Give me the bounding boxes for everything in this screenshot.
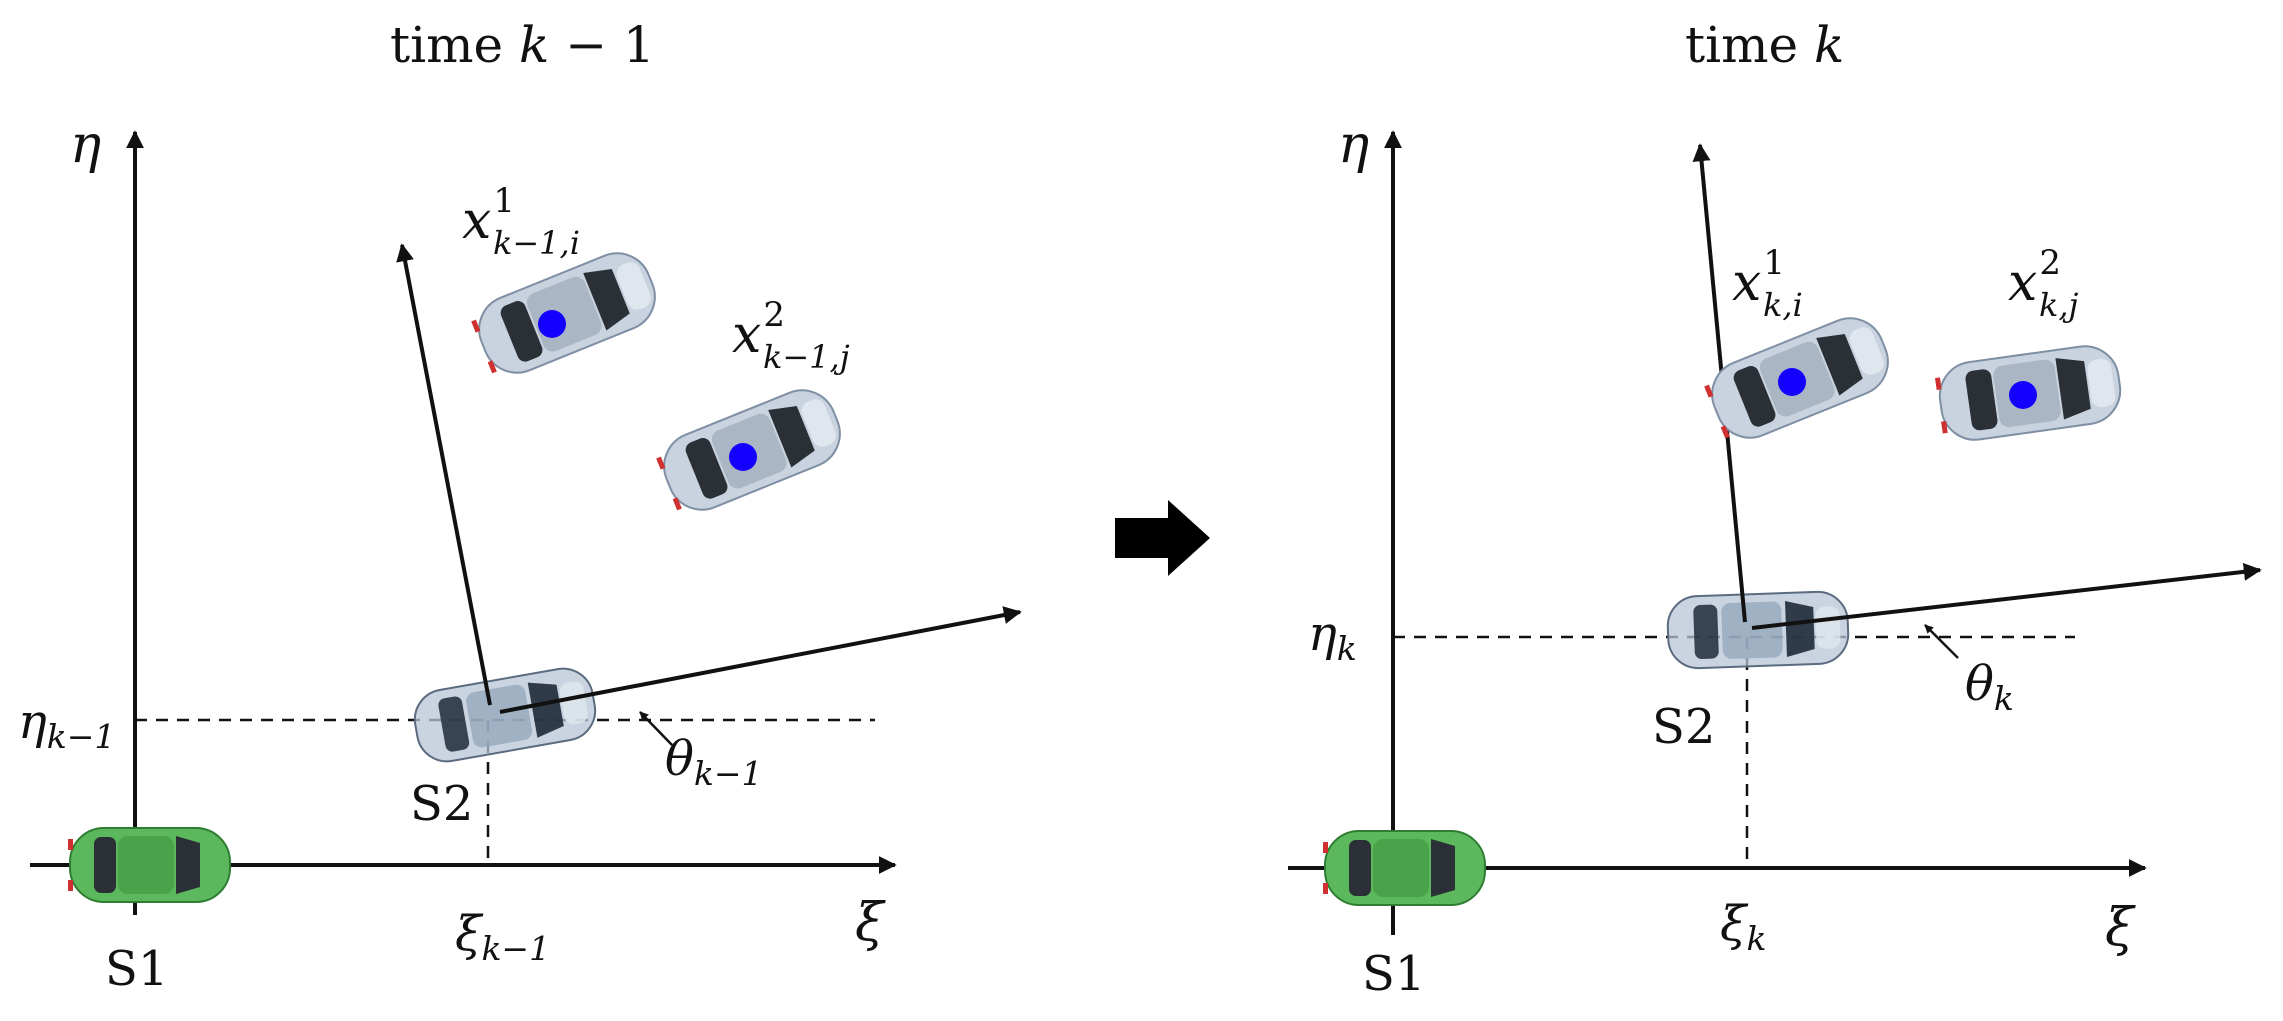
target1-car-icon — [466, 242, 667, 385]
eta-position-label: ηk — [1308, 606, 1357, 668]
eta-position-label: ηk−1 — [18, 694, 115, 756]
heading-label: θk — [1965, 656, 2014, 718]
panel-title: time k − 1 — [390, 16, 655, 74]
sensor1-label: S1 — [105, 941, 168, 997]
panel-title: time k — [1685, 16, 1844, 74]
x-axis-label: ξ — [2105, 898, 2136, 958]
xi-position-label: ξk — [1720, 896, 1766, 958]
y-axis-label: η — [1338, 115, 1369, 175]
sensor2-label: S2 — [410, 776, 473, 832]
sensor2-car-icon — [409, 662, 601, 768]
xi-position-label: ξk−1 — [455, 906, 550, 968]
x-axis-label: ξ — [855, 893, 886, 953]
heading-pointer — [639, 711, 673, 746]
transition-arrow — [1115, 500, 1210, 576]
sensor1-car-icon — [67, 827, 231, 903]
target1-marker — [1778, 368, 1806, 396]
sensor2-heading-axis — [1751, 562, 2262, 630]
sensor2-lateral-axis — [396, 243, 492, 706]
sensor1-label: S1 — [1362, 946, 1425, 1002]
sensor2-car-icon — [1665, 589, 1851, 671]
y-axis-label: η — [70, 115, 101, 175]
sensor2-heading-axis — [499, 606, 1022, 714]
target2-marker — [729, 443, 757, 471]
target2-marker — [2009, 381, 2037, 409]
target1-marker — [538, 310, 566, 338]
sensor2-label: S2 — [1652, 699, 1715, 755]
sensor1-car-icon — [1322, 830, 1486, 906]
heading-pointer — [1924, 624, 1959, 659]
heading-label: θk−1 — [665, 731, 763, 793]
